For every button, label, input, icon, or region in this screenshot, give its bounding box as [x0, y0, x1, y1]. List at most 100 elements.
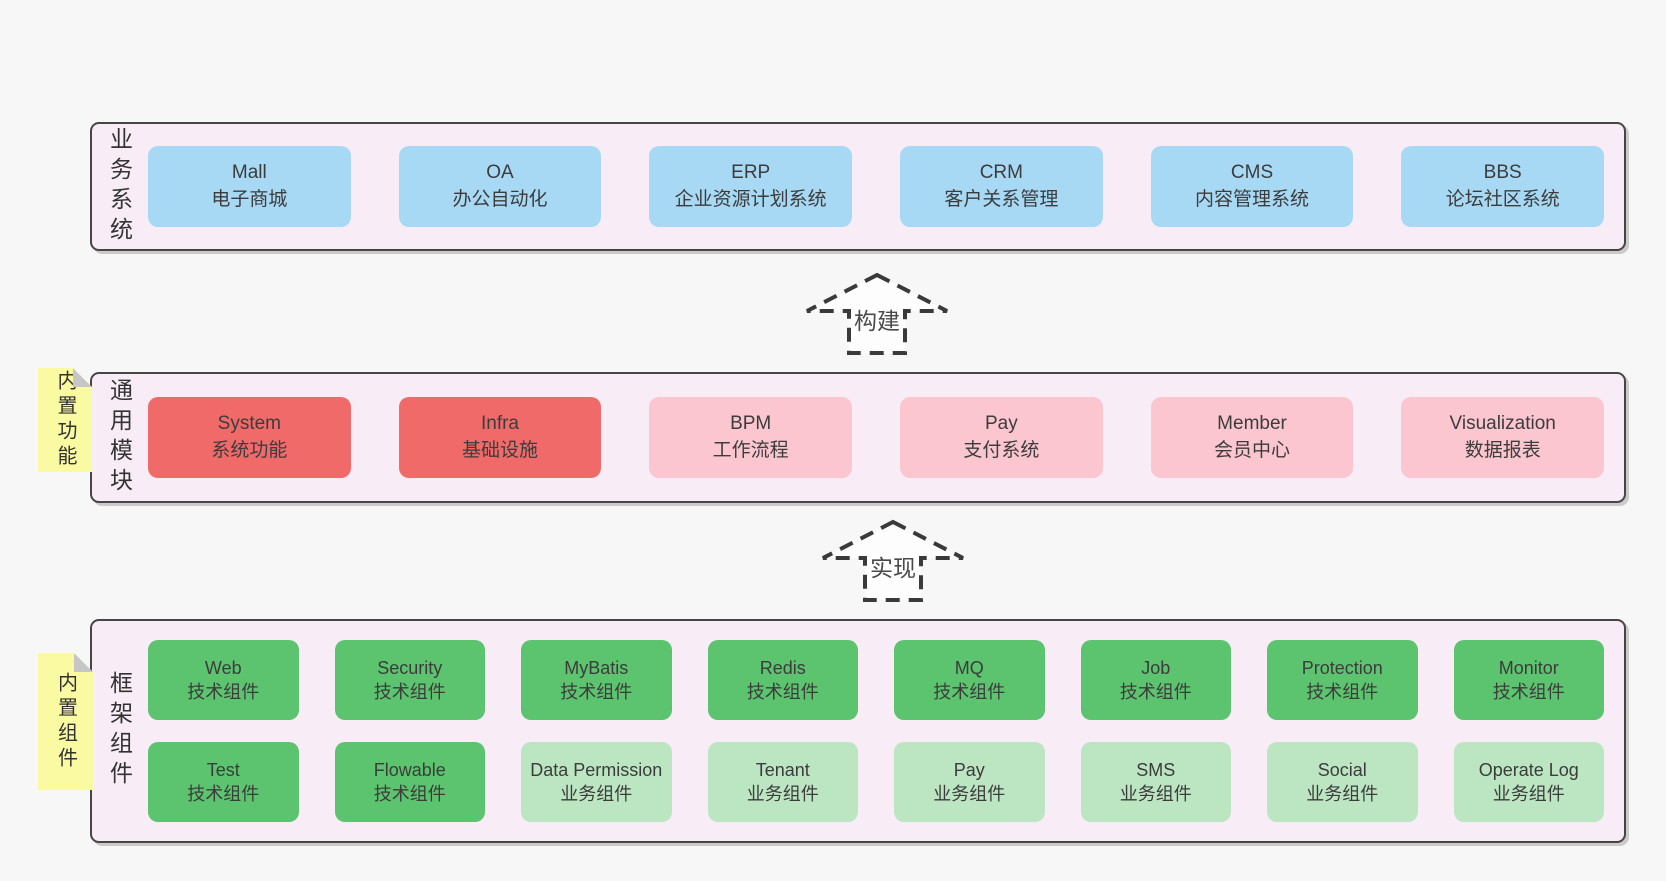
box-mall: Mall 电子商城 — [148, 146, 351, 227]
box-job: Job 技术组件 — [1080, 640, 1231, 720]
box-title: Web — [204, 657, 242, 678]
box-system: System 系统功能 — [148, 397, 351, 478]
box-title: MQ — [954, 657, 984, 678]
box-subtitle: 技术组件 — [1306, 682, 1379, 702]
box-subtitle: 业务组件 — [746, 784, 819, 804]
box-title: CMS — [1230, 161, 1274, 183]
box-subtitle: 技术组件 — [187, 682, 260, 702]
box-cms: CMS 内容管理系统 — [1150, 146, 1354, 227]
box-title: BBS — [1483, 161, 1522, 183]
box-subtitle: 技术组件 — [1492, 682, 1565, 702]
box-subtitle: 技术组件 — [373, 682, 446, 702]
box-subtitle: 技术组件 — [373, 784, 446, 804]
box-subtitle: 办公自动化 — [452, 188, 548, 210]
box-title: MyBatis — [564, 657, 629, 678]
box-subtitle: 业务组件 — [1492, 784, 1565, 804]
arrow-implement: 实现 — [818, 518, 968, 604]
box-member: Member 会员中心 — [1150, 397, 1354, 478]
box-subtitle: 系统功能 — [211, 439, 288, 461]
box-title: SMS — [1136, 759, 1176, 780]
box-social: Social 业务组件 — [1267, 742, 1418, 822]
box-title: Data Permission — [530, 759, 663, 780]
layer-label-business: 业务系统 — [92, 124, 146, 249]
box-flowable: Flowable 技术组件 — [334, 742, 485, 822]
layer-label-text: 通用模块 — [106, 377, 133, 498]
box-subtitle: 业务组件 — [560, 784, 633, 804]
box-title: Redis — [759, 657, 806, 678]
sticky-note-text: 内置组件 — [54, 671, 77, 772]
box-test: Test 技术组件 — [148, 742, 299, 822]
layer-label-text: 业务系统 — [106, 126, 133, 247]
components-row-1: Web 技术组件 Security 技术组件 MyBatis 技术组件 Redi… — [148, 640, 1604, 720]
components-rows: Web 技术组件 Security 技术组件 MyBatis 技术组件 Redi… — [146, 621, 1624, 841]
box-oa: OA 办公自动化 — [398, 146, 602, 227]
sticky-note-builtin-components: 内置组件 — [38, 653, 93, 790]
layer-label-modules: 通用模块 — [92, 374, 146, 501]
arrow-implement-label: 实现 — [867, 555, 919, 583]
box-subtitle: 数据报表 — [1464, 439, 1541, 461]
layer-label-components: 框架组件 — [92, 621, 146, 841]
box-title: Protection — [1301, 657, 1383, 678]
sticky-note-text: 内置功能 — [54, 370, 76, 470]
box-title: Mall — [231, 161, 267, 183]
box-title: Pay — [953, 759, 985, 780]
box-title: Flowable — [373, 759, 446, 780]
layer-business-systems: 业务系统 Mall 电子商城 OA 办公自动化 ERP 企业资源计划系统 CRM… — [90, 122, 1626, 251]
layer-common-modules: 通用模块 System 系统功能 Infra 基础设施 BPM 工作流程 Pay… — [90, 372, 1626, 503]
box-subtitle: 业务组件 — [1119, 784, 1192, 804]
box-title: Member — [1217, 412, 1287, 434]
box-title: Infra — [480, 412, 520, 434]
box-title: Social — [1317, 759, 1367, 780]
box-title: System — [217, 412, 282, 434]
box-title: ERP — [731, 161, 771, 183]
layer-framework-components: 框架组件 Web 技术组件 Security 技术组件 MyBatis 技术组件… — [90, 619, 1626, 843]
box-web: Web 技术组件 — [148, 640, 299, 720]
business-boxes-row: Mall 电子商城 OA 办公自动化 ERP 企业资源计划系统 CRM 客户关系… — [146, 124, 1624, 249]
modules-boxes-row: System 系统功能 Infra 基础设施 BPM 工作流程 Pay 支付系统… — [146, 374, 1624, 501]
box-title: Visualization — [1449, 412, 1556, 434]
box-subtitle: 技术组件 — [1119, 682, 1192, 702]
box-erp: ERP 企业资源计划系统 — [649, 146, 853, 227]
layer-label-text: 框架组件 — [106, 671, 133, 791]
arrow-build-label: 构建 — [851, 308, 903, 336]
box-title: OA — [486, 161, 514, 183]
box-subtitle: 支付系统 — [963, 439, 1040, 461]
box-pay-module: Pay 支付系统 — [900, 397, 1103, 478]
box-tenant: Tenant 业务组件 — [707, 742, 858, 822]
box-title: Security — [377, 657, 443, 678]
box-title: CRM — [979, 161, 1023, 183]
box-security: Security 技术组件 — [334, 640, 485, 720]
box-title: Test — [206, 759, 240, 780]
box-subtitle: 技术组件 — [187, 784, 260, 804]
box-subtitle: 工作流程 — [712, 439, 789, 461]
sticky-note-builtin-features: 内置功能 — [38, 368, 92, 472]
box-title: Job — [1141, 657, 1171, 678]
box-protection: Protection 技术组件 — [1267, 640, 1418, 720]
box-monitor: Monitor 技术组件 — [1453, 640, 1604, 720]
box-subtitle: 技术组件 — [746, 682, 819, 702]
box-subtitle: 技术组件 — [560, 682, 633, 702]
components-row-2: Test 技术组件 Flowable 技术组件 Data Permission … — [148, 742, 1604, 822]
box-sms: SMS 业务组件 — [1080, 742, 1231, 822]
box-bbs: BBS 论坛社区系统 — [1401, 146, 1605, 227]
box-subtitle: 电子商城 — [211, 188, 288, 210]
box-data-permission: Data Permission 业务组件 — [521, 742, 672, 822]
box-subtitle: 企业资源计划系统 — [674, 188, 827, 210]
box-infra: Infra 基础设施 — [398, 397, 602, 478]
box-title: Operate Log — [1478, 759, 1579, 780]
box-subtitle: 论坛社区系统 — [1445, 188, 1560, 210]
box-title: Monitor — [1498, 657, 1559, 678]
box-subtitle: 会员中心 — [1214, 439, 1291, 461]
box-subtitle: 技术组件 — [933, 682, 1006, 702]
box-operate-log: Operate Log 业务组件 — [1453, 742, 1604, 822]
box-subtitle: 基础设施 — [462, 439, 539, 461]
box-subtitle: 业务组件 — [933, 784, 1006, 804]
box-title: Pay — [984, 412, 1018, 434]
box-subtitle: 客户关系管理 — [944, 188, 1059, 210]
box-bpm: BPM 工作流程 — [649, 397, 853, 478]
arrow-build: 构建 — [802, 271, 952, 357]
box-mybatis: MyBatis 技术组件 — [521, 640, 672, 720]
box-mq: MQ 技术组件 — [894, 640, 1045, 720]
box-visualization: Visualization 数据报表 — [1401, 397, 1605, 478]
